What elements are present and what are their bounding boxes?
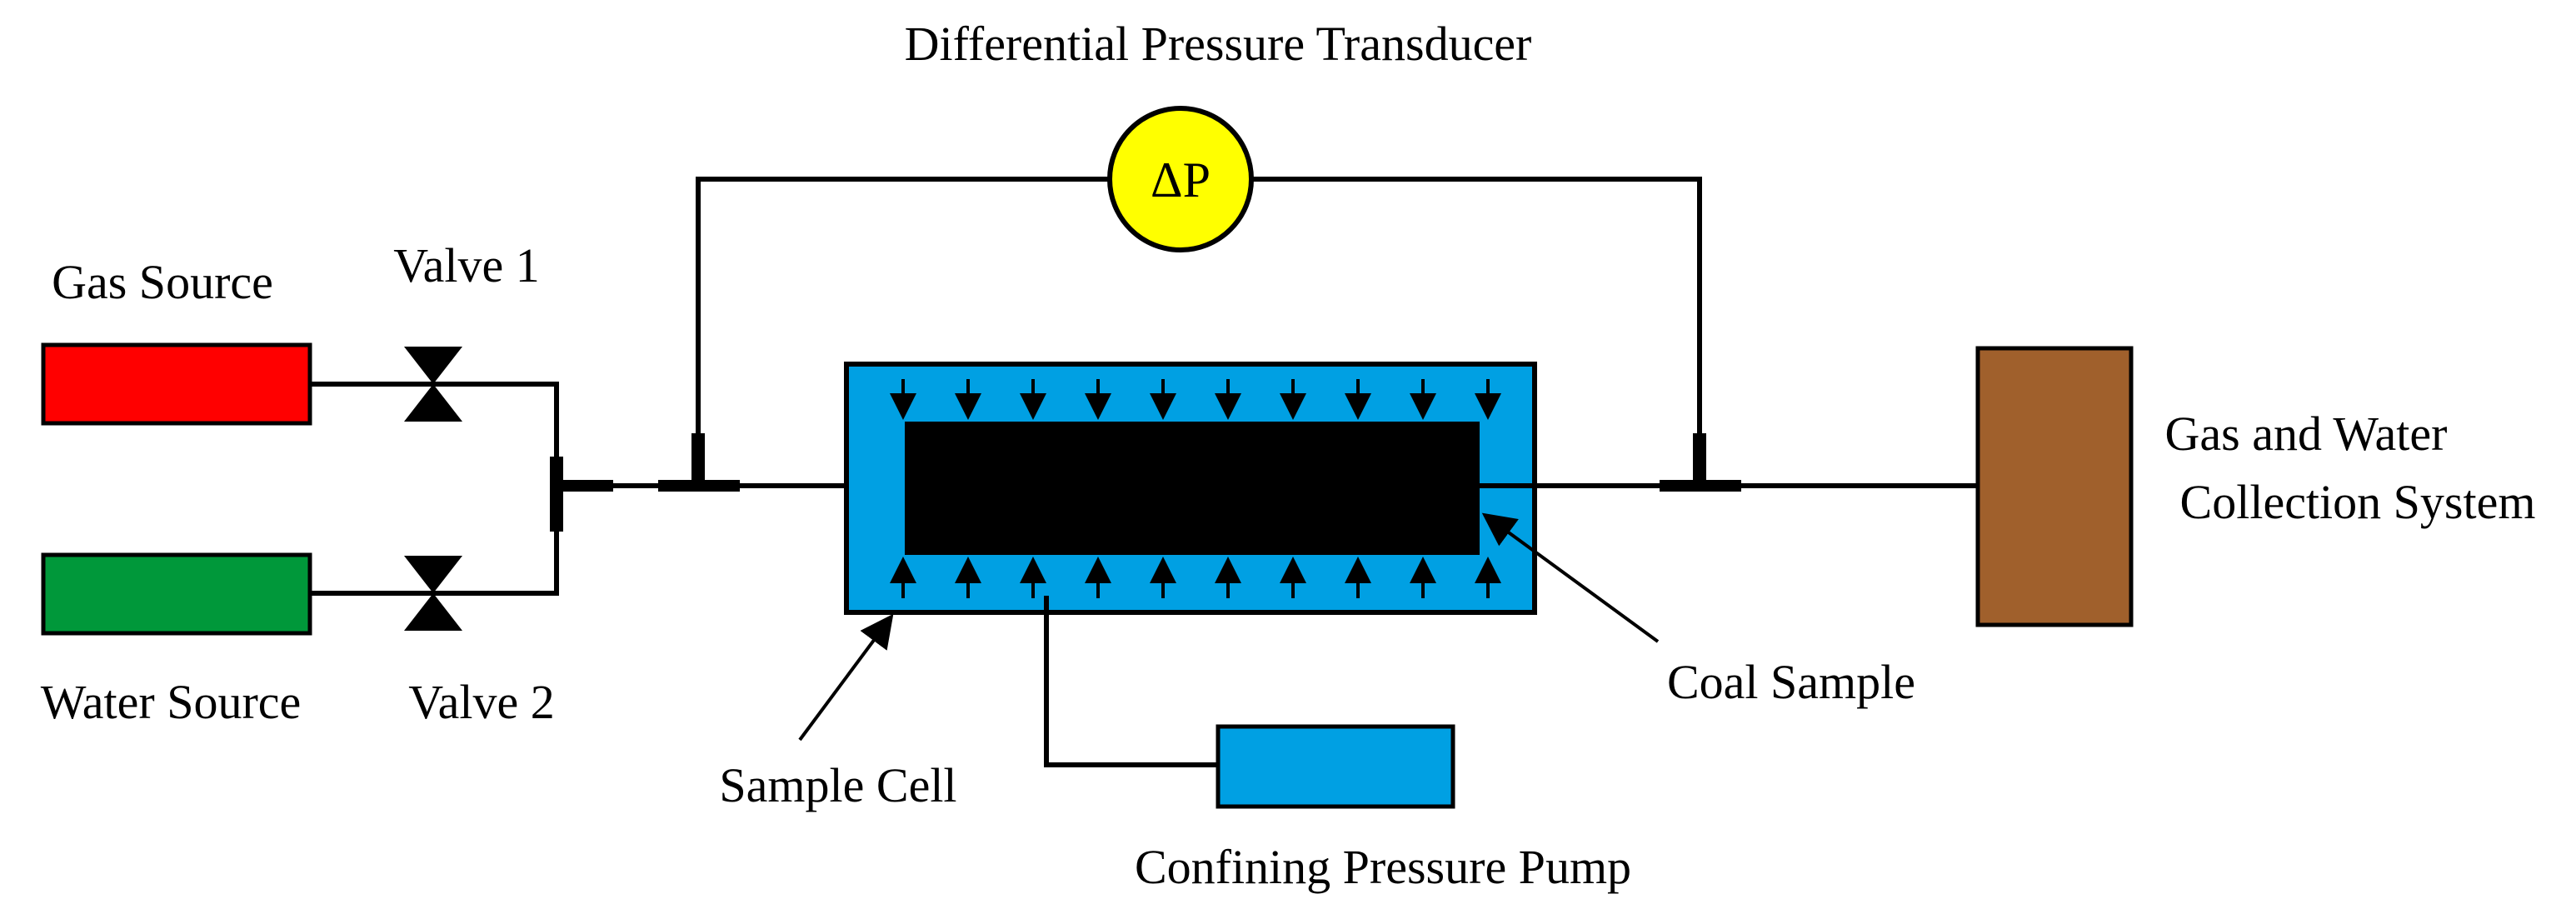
coal-sample-label: Coal Sample (1667, 655, 1915, 709)
gas-source-label: Gas Source (52, 255, 273, 309)
gas-line (310, 382, 559, 485)
transducer-label: Differential Pressure Transducer (905, 17, 1532, 71)
valve-1-icon (404, 347, 462, 422)
gas-source-box (41, 342, 312, 426)
confining-arrows-bottom (890, 557, 1501, 598)
delta-p-symbol: ΔP (1151, 152, 1211, 207)
water-source-label: Water Source (41, 675, 302, 729)
confining-arrows-top (890, 379, 1501, 420)
junction-tee-stub (563, 480, 613, 492)
sample-cell-pointer (798, 613, 894, 742)
collection-label-line2: Collection System (2180, 475, 2536, 529)
right-tap-vertical (1693, 433, 1706, 485)
collection-label-line1: Gas and Water (2165, 407, 2448, 461)
valve-1-label: Valve 1 (393, 238, 540, 292)
left-tap-horizontal (658, 480, 740, 492)
pump-line (1044, 596, 1218, 767)
water-source-box (41, 552, 312, 636)
valve-2-icon (404, 556, 462, 631)
pump-label: Confining Pressure Pump (1135, 840, 1631, 894)
sample-cell-label: Sample Cell (719, 758, 956, 812)
differential-pressure-transducer: ΔP (1107, 106, 1254, 252)
collection-system-box (1975, 346, 2134, 627)
coal-sample (905, 422, 1480, 555)
junction-tee-vertical (550, 457, 563, 532)
left-tap-vertical (691, 433, 705, 485)
valve-2-label: Valve 2 (408, 675, 555, 729)
right-tap-horizontal (1660, 480, 1741, 492)
transducer-line-left (696, 177, 1110, 443)
transducer-line-right (1251, 177, 1702, 443)
coal-sample-pointer (1481, 512, 1660, 643)
confining-pressure-pump (1216, 724, 1455, 809)
